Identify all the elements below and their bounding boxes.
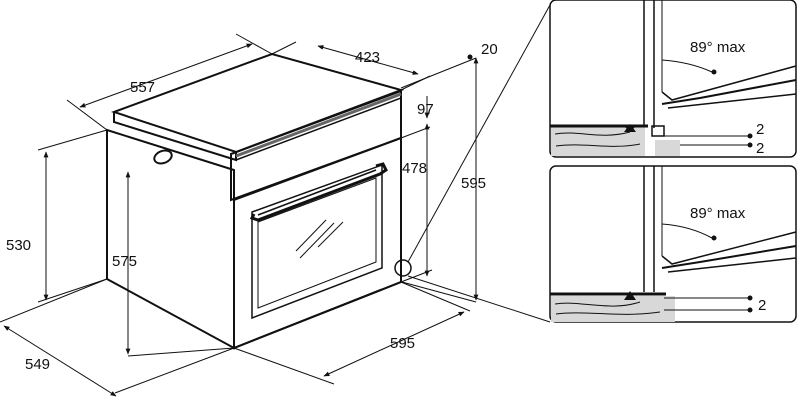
dim-door-height: 478: [402, 160, 427, 177]
dim-cutout-height: 575: [112, 253, 137, 270]
door-handle: [249, 162, 388, 222]
dim-bottom-width: 595: [390, 335, 415, 352]
dim-bottom-depth: 549: [25, 356, 50, 373]
detail-bottom-angle-label: 89° max: [690, 205, 746, 222]
oven-body: [106, 52, 412, 350]
side-vent-hole: [153, 149, 173, 165]
oven-top-face: [110, 52, 405, 154]
dim-total-height: 595: [461, 175, 486, 192]
dim-panel-height: 97: [417, 101, 434, 118]
detail-bottom-gap: 2: [758, 297, 766, 314]
detail-top-gap-b: 2: [756, 140, 764, 157]
detail-marker-circle: [394, 259, 412, 277]
door-window-frame: [251, 163, 383, 320]
dim-right-clearance: 20: [481, 41, 498, 58]
oven-left-face: [106, 128, 235, 350]
detail-top-angle-label: 89° max: [690, 39, 746, 56]
dim-left-height: 530: [6, 237, 31, 254]
dimension-labels: 557 423 20 97 478 595 530 575 549 595: [6, 41, 498, 373]
dim-top-depth: 557: [130, 79, 155, 96]
dim-top-width: 423: [355, 49, 380, 66]
detail-box-top: 89° max 2 2: [549, 0, 797, 158]
door-glass: [257, 177, 377, 309]
detail-top-gap-a: 2: [756, 121, 764, 138]
detail-box-bottom: 89° max 2: [549, 165, 797, 323]
dimension-lines: [0, 4, 551, 397]
